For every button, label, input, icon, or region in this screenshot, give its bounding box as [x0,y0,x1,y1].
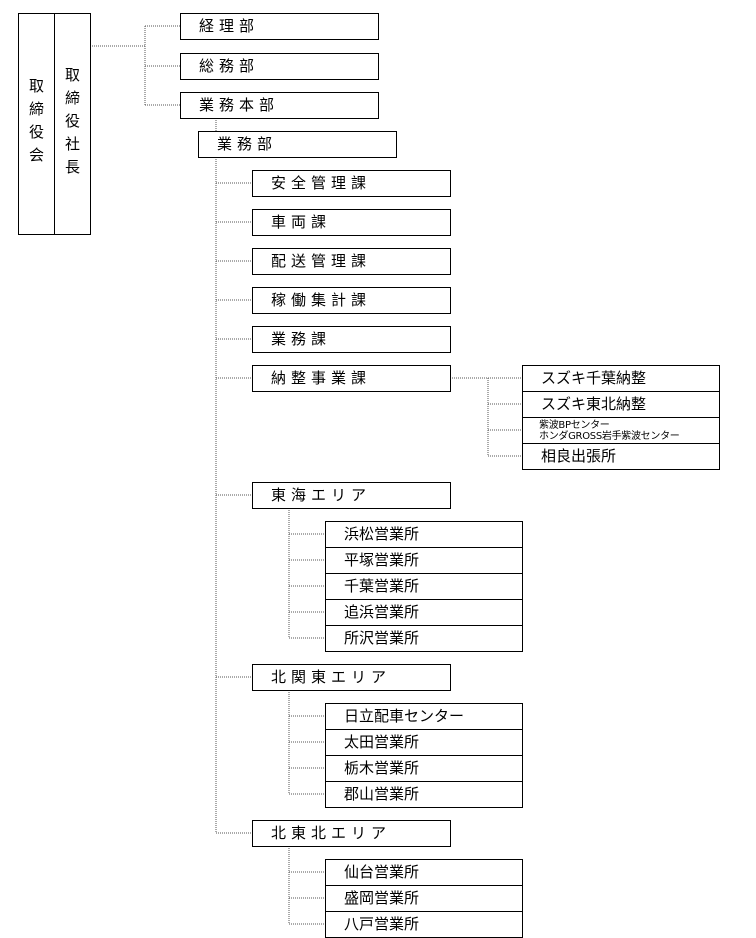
tokai-office-box: 平塚営業所 [325,547,523,574]
board-box: 取締役会 [18,13,55,235]
tokai-office-label: 追浜営業所 [344,603,420,621]
president-box: 取締役社長 [54,13,91,235]
tokai-office-box: 所沢営業所 [325,625,523,652]
tokai-office-label: 平塚営業所 [344,551,420,569]
kitakanto-office-label: 郡山営業所 [344,785,420,803]
business-dept-label: 業務部 [217,135,278,153]
business-section-label: 業務課 [271,330,332,348]
honda-gross-center-label: ホンダGROSS岩手紫波センター [539,430,680,442]
business-dept-box: 業務部 [198,131,397,158]
kitatohoku-office-box: 盛岡営業所 [325,885,523,912]
tokai-office-label: 所沢営業所 [344,629,420,647]
sagara-office-label: 相良出張所 [541,447,617,465]
general-affairs-dept-label: 総務部 [199,57,260,75]
delivery-section-box: 納整事業課 [252,365,451,392]
kitatohoku-area-label: 北東北エリア [271,824,392,842]
kitakanto-office-label: 日立配車センター [344,707,465,725]
kitatohoku-office-label: 盛岡営業所 [344,889,420,907]
tokai-office-label: 千葉営業所 [344,577,420,595]
safety-section-label: 安全管理課 [271,174,372,192]
business-hq-box: 業務本部 [180,92,379,119]
business-section-box: 業務課 [252,326,451,353]
suzuki-tohoku-label: スズキ東北納整 [541,395,647,413]
tokai-area-label: 東海エリア [271,486,372,504]
dispatch-section-box: 配送管理課 [252,248,451,275]
kitakanto-area-label: 北関東エリア [271,668,392,686]
vehicle-section-label: 車両課 [271,213,332,231]
kitakanto-office-label: 栃木営業所 [344,759,420,777]
kitatohoku-office-box: 仙台営業所 [325,859,523,886]
kitakanto-office-box: 栃木営業所 [325,755,523,782]
president-label: 取締役社長 [63,66,81,182]
general-affairs-dept-box: 総務部 [180,53,379,80]
operation-stats-section-label: 稼働集計課 [271,291,372,309]
tokai-area-box: 東海エリア [252,482,451,509]
kitatohoku-office-label: 仙台営業所 [344,863,420,881]
suzuki-tohoku-box: スズキ東北納整 [522,391,720,418]
board-label: 取締役会 [27,78,45,170]
kitatohoku-office-box: 八戸営業所 [325,911,523,938]
tokai-office-box: 千葉営業所 [325,573,523,600]
kitakanto-area-box: 北関東エリア [252,664,451,691]
safety-section-box: 安全管理課 [252,170,451,197]
tokai-office-box: 追浜営業所 [325,599,523,626]
tokai-office-box: 浜松営業所 [325,521,523,548]
kitakanto-office-label: 太田営業所 [344,733,420,751]
accounting-dept-box: 経理部 [180,13,379,40]
accounting-dept-label: 経理部 [199,17,260,35]
shiwa-bp-center-label: 紫波BPセンター [539,419,610,431]
kitatohoku-office-label: 八戸営業所 [344,915,420,933]
delivery-section-label: 納整事業課 [271,369,372,387]
dispatch-section-label: 配送管理課 [271,252,372,270]
kitakanto-office-box: 太田営業所 [325,729,523,756]
business-hq-label: 業務本部 [199,96,280,114]
operation-stats-section-box: 稼働集計課 [252,287,451,314]
kitatohoku-area-box: 北東北エリア [252,820,451,847]
vehicle-section-box: 車両課 [252,209,451,236]
sagara-office-box: 相良出張所 [522,443,720,470]
kitakanto-office-box: 郡山営業所 [325,781,523,808]
kitakanto-office-box: 日立配車センター [325,703,523,730]
tokai-office-label: 浜松営業所 [344,525,420,543]
shiwa-center-box: 紫波BPセンター ホンダGROSS岩手紫波センター [522,417,720,444]
suzuki-chiba-box: スズキ千葉納整 [522,365,720,392]
suzuki-chiba-label: スズキ千葉納整 [541,369,647,387]
